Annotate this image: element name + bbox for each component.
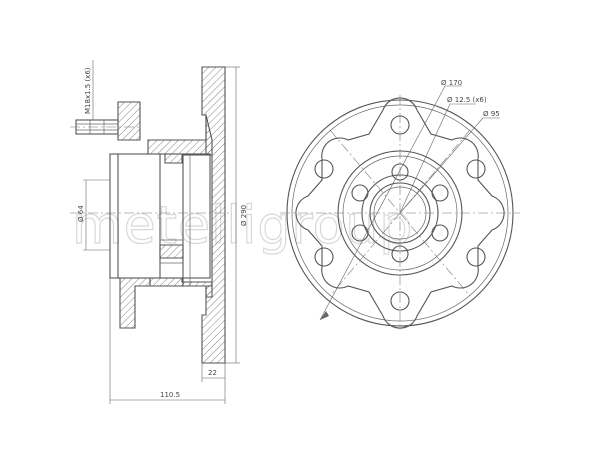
bolt-hole-leader xyxy=(399,103,451,214)
center-circle-leader xyxy=(399,117,484,214)
stud-hole xyxy=(351,184,369,202)
outer-bolt-hole xyxy=(314,247,334,267)
disc-diameter-label: Ø 290 xyxy=(240,205,248,226)
front-view: Ø 170 Ø 12.5 (x6) Ø 95 xyxy=(280,79,520,330)
stud-boss-section xyxy=(117,101,141,141)
stud-hole xyxy=(351,224,369,242)
thickness-label: 22 xyxy=(208,369,217,377)
center-circle-label: Ø 95 xyxy=(483,110,500,118)
total-height-label: 110.5 xyxy=(160,391,180,399)
bore-dimension-label: Ø 64 xyxy=(77,205,85,222)
side-view: M18x1.5 (x6) Ø 64 Ø 290 22 110.5 xyxy=(70,60,248,404)
outer-bolt-hole xyxy=(314,159,334,179)
bolt-circle-label: Ø 170 xyxy=(441,79,462,87)
outer-bolt-hole xyxy=(466,159,486,179)
hub-lower-section xyxy=(149,277,213,298)
lower-boss-section xyxy=(119,277,151,329)
outer-bolt-hole xyxy=(466,247,486,267)
thread-dimension-label: M18x1.5 (x6) xyxy=(84,67,92,114)
stud-hole xyxy=(431,184,449,202)
leader-arrow xyxy=(320,311,329,320)
bolt-circle-leader xyxy=(319,85,446,321)
inner-hub-section xyxy=(159,244,184,259)
stud-hole xyxy=(431,224,449,242)
hub-flange-section xyxy=(147,114,213,164)
bolt-holes-label: Ø 12.5 (x6) xyxy=(447,96,487,104)
outer-bolt-hole xyxy=(390,291,410,311)
